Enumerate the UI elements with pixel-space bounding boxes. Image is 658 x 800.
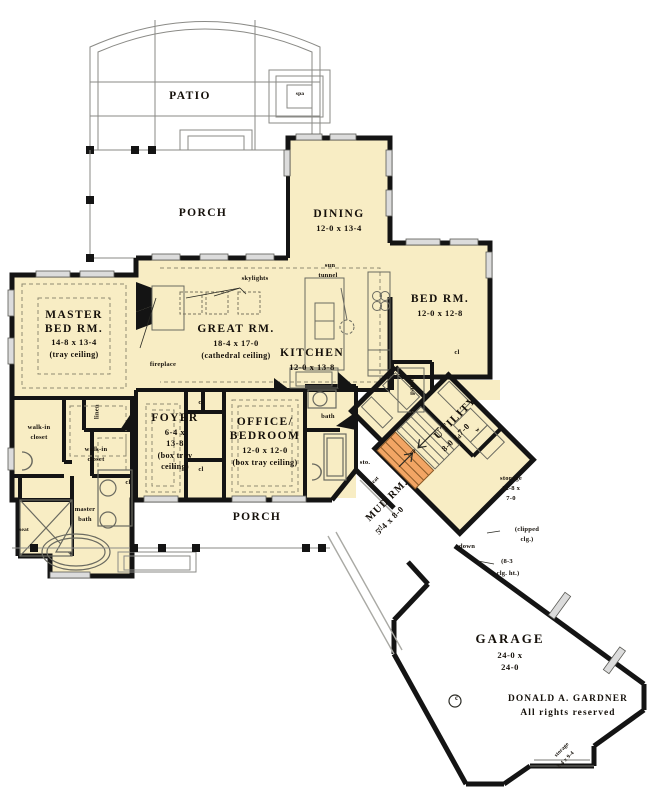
front-walk — [12, 547, 330, 573]
fireplace-symbol — [136, 282, 185, 331]
fireplace-leader-line — [139, 297, 157, 349]
skylight-leader-lines — [185, 287, 247, 299]
window-symbols — [7, 133, 493, 579]
driveway-lines — [327, 479, 403, 655]
rear-porch-area — [89, 150, 136, 259]
copyright-circle — [448, 694, 462, 708]
bath-fixtures — [307, 389, 347, 481]
garage-windows — [547, 591, 627, 675]
angled-service-wing — [348, 365, 537, 537]
rear-porch-columns — [86, 196, 94, 262]
pantry-fixture — [397, 367, 425, 413]
front-porch-columns — [30, 544, 326, 552]
master-bath-fixtures — [19, 451, 133, 571]
door-symbols — [120, 372, 356, 430]
patio-area — [89, 20, 345, 151]
interior-walls — [12, 176, 490, 556]
garage-door-opening — [530, 759, 594, 767]
house-interior-fill — [12, 138, 534, 576]
annotation-leader-lines — [477, 530, 501, 565]
